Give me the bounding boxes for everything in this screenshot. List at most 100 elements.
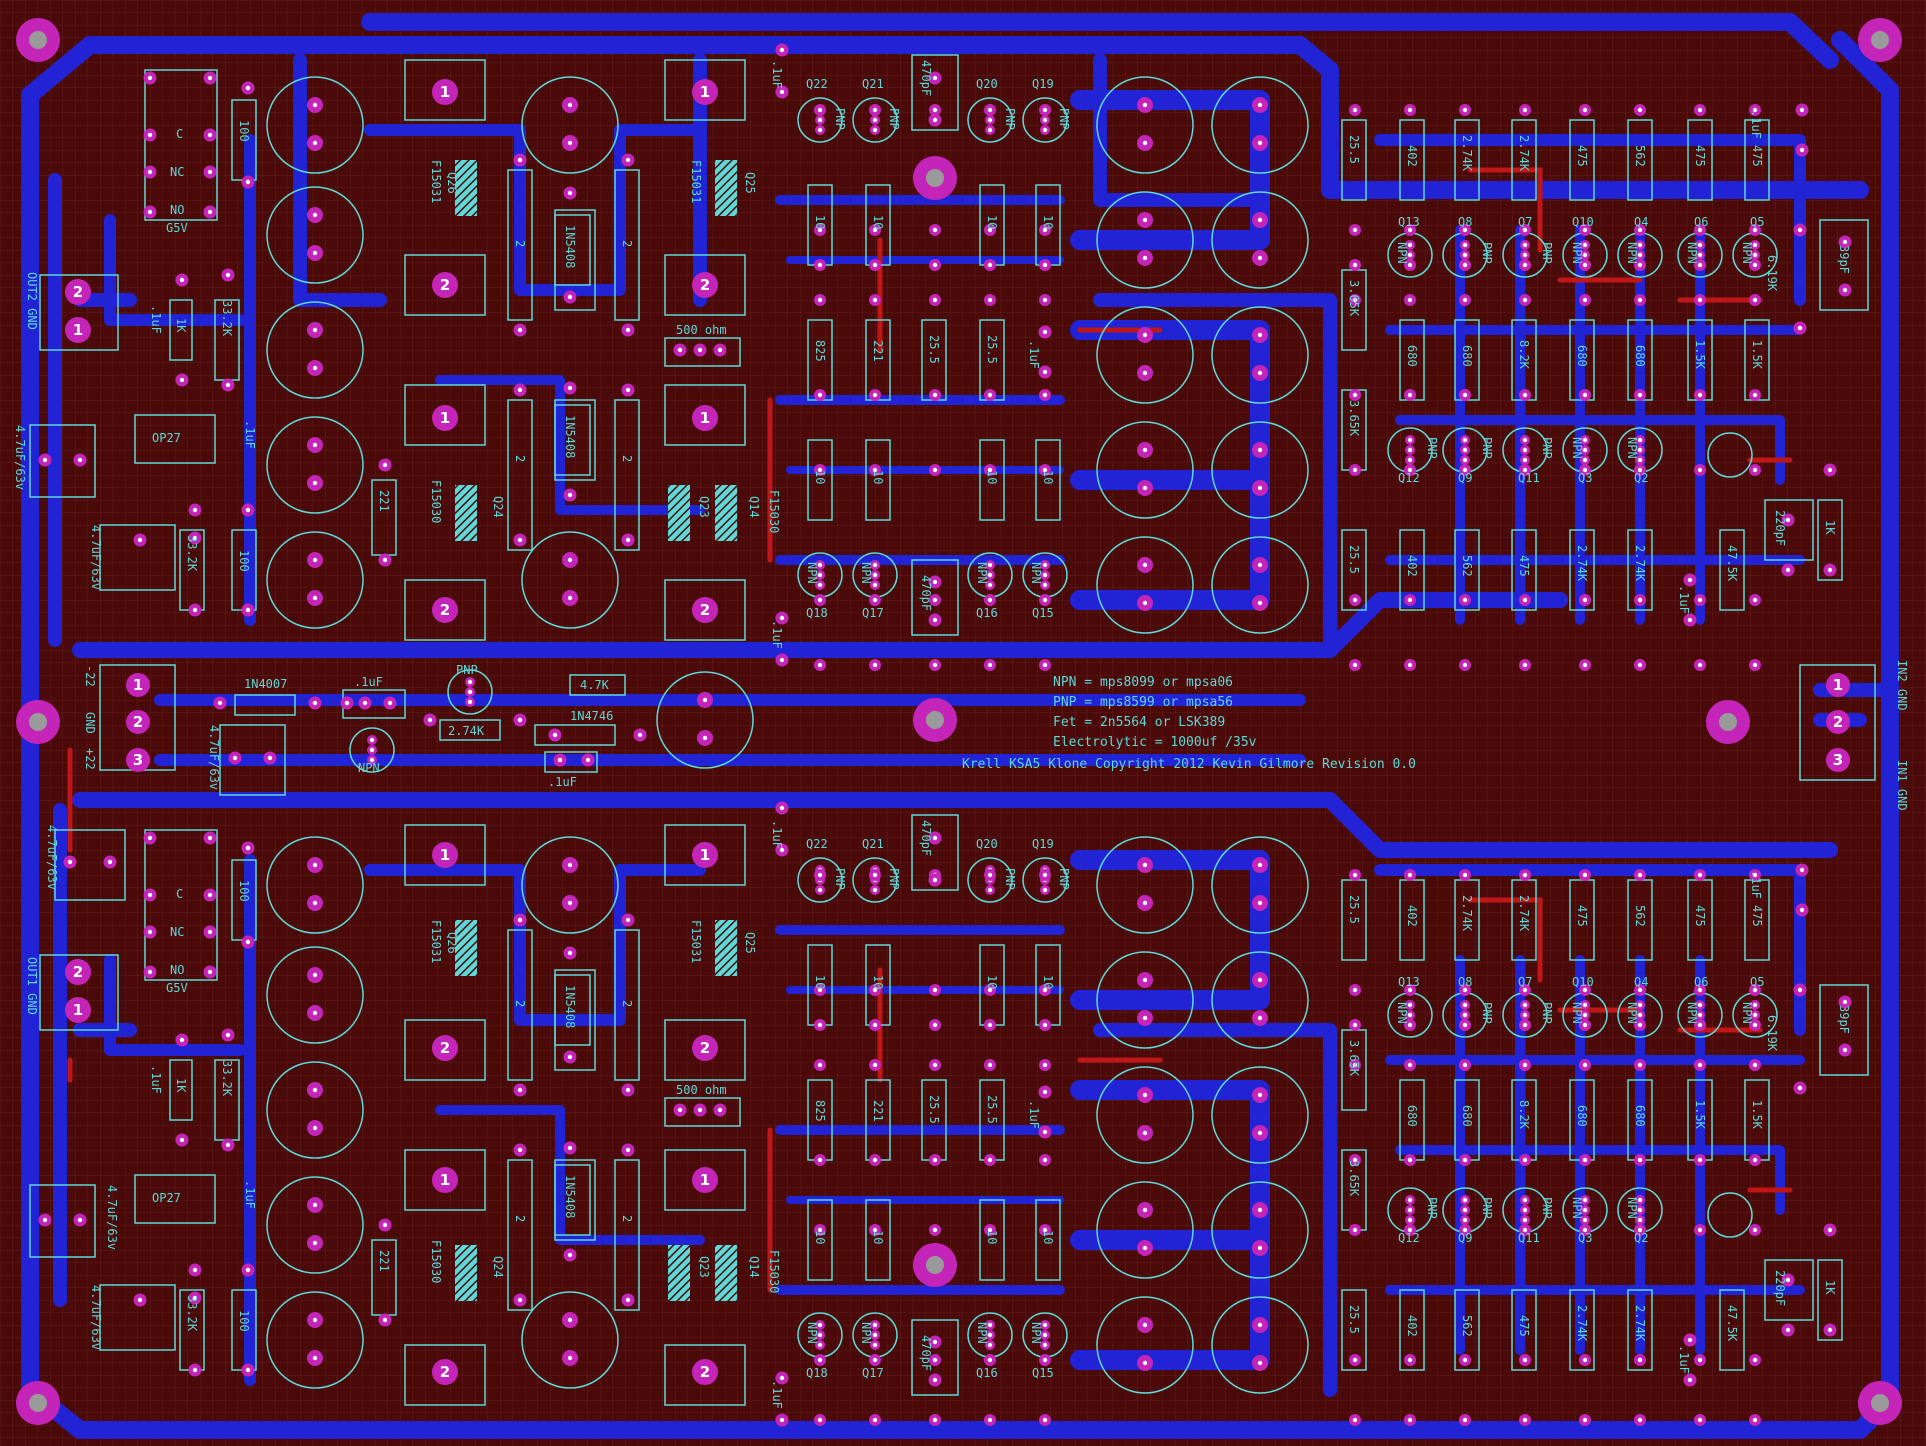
transistor-label: Q10 bbox=[1572, 975, 1594, 989]
pad-hole bbox=[1352, 227, 1358, 233]
resistor-label: 8.2K bbox=[1517, 1100, 1531, 1130]
pad-hole bbox=[517, 1147, 523, 1153]
pad-hole bbox=[179, 277, 185, 283]
transistor-label: Q13 bbox=[1398, 215, 1420, 229]
resistor-label: 221 bbox=[871, 1100, 885, 1122]
resistor-label: 3.65K bbox=[1347, 280, 1361, 317]
pad-hole bbox=[1257, 485, 1263, 491]
resistor-label: 825 bbox=[813, 1100, 827, 1122]
pad-hole bbox=[517, 387, 523, 393]
pad-hole bbox=[1752, 597, 1758, 603]
pad-hole bbox=[1752, 1227, 1758, 1233]
transistor-type: NPN bbox=[1029, 1322, 1043, 1344]
resistor-label: 1.5K bbox=[1693, 340, 1707, 370]
pad-hole bbox=[1637, 1227, 1643, 1233]
resistor-label: 3.65K bbox=[1347, 1160, 1361, 1197]
transistor-label: Q26 bbox=[445, 932, 459, 954]
cap-label: 220pF bbox=[1773, 1270, 1787, 1306]
transistor-label: Q14 bbox=[747, 496, 761, 518]
pad-hole bbox=[1142, 862, 1148, 868]
pad-hole bbox=[137, 1297, 143, 1303]
pad-hole bbox=[312, 102, 318, 108]
transistor-label: Q3 bbox=[1578, 1231, 1592, 1245]
out1-label: OUT1 GND bbox=[25, 957, 39, 1015]
transistor-label: Q11 bbox=[1518, 471, 1540, 485]
pad-hole bbox=[1697, 227, 1703, 233]
mosfet-pad bbox=[65, 317, 91, 343]
pad-hole bbox=[817, 117, 823, 123]
resistor-label: 475 bbox=[1517, 1315, 1531, 1337]
psu-minus-label: -22 bbox=[83, 665, 97, 687]
pad-hole bbox=[932, 1227, 938, 1233]
pad-hole bbox=[312, 1355, 318, 1361]
pad-hole bbox=[1407, 262, 1413, 268]
pad-hole bbox=[1522, 447, 1528, 453]
transistor-label: Q19 bbox=[1032, 77, 1054, 91]
pad-number: 1 bbox=[440, 846, 450, 864]
resistor-label: 2 bbox=[620, 1000, 634, 1007]
pad-hole bbox=[42, 457, 48, 463]
cap-label: .1uF bbox=[548, 775, 577, 789]
pad-hole bbox=[1042, 582, 1048, 588]
pad-hole bbox=[1462, 1207, 1468, 1213]
resistor-label: 4.7K bbox=[580, 678, 610, 692]
resistor-label: 680 bbox=[1405, 1105, 1419, 1127]
pad-hole bbox=[225, 1032, 231, 1038]
pad-hole bbox=[1042, 127, 1048, 133]
pad-hole bbox=[567, 1355, 573, 1361]
transistor-type: PNP bbox=[887, 868, 901, 890]
pad-hole bbox=[1407, 467, 1413, 473]
pad-hole bbox=[1462, 1357, 1468, 1363]
pad-hole bbox=[1637, 1417, 1643, 1423]
connector-pad bbox=[126, 710, 150, 734]
transistor-type: PNP bbox=[1003, 108, 1017, 130]
pad-hole bbox=[207, 835, 213, 841]
pad-hole bbox=[872, 987, 878, 993]
pad-hole bbox=[817, 107, 823, 113]
cap-label: 39pF bbox=[1837, 1005, 1851, 1034]
pad-hole bbox=[1352, 597, 1358, 603]
pad-hole bbox=[1042, 392, 1048, 398]
diode-label: 1N5408 bbox=[563, 985, 577, 1028]
pad-hole bbox=[1407, 297, 1413, 303]
pad-hole bbox=[1407, 1227, 1413, 1233]
pad-hole bbox=[1697, 252, 1703, 258]
pad-hole bbox=[1352, 297, 1358, 303]
resistor-label: 2 bbox=[513, 1000, 527, 1007]
pad-hole bbox=[1697, 872, 1703, 878]
pad-hole bbox=[1522, 1022, 1528, 1028]
pad-hole bbox=[987, 262, 993, 268]
mosfet-pad bbox=[432, 1035, 458, 1061]
pad-hole bbox=[312, 1010, 318, 1016]
pad-hole bbox=[1637, 1217, 1643, 1223]
pad-hole bbox=[872, 117, 878, 123]
transistor-label: Q22 bbox=[806, 77, 828, 91]
pad-hole bbox=[1697, 1357, 1703, 1363]
pad-hole bbox=[1827, 1227, 1833, 1233]
cap-label: .1uF bbox=[243, 1180, 257, 1209]
transistor-label: Q6 bbox=[1694, 215, 1708, 229]
pad-hole bbox=[1582, 872, 1588, 878]
pad-hole bbox=[932, 75, 938, 81]
cap-label: .1uF bbox=[1027, 1100, 1041, 1129]
pad-hole bbox=[1407, 987, 1413, 993]
pad-hole bbox=[312, 212, 318, 218]
transistor-type: PNP bbox=[833, 108, 847, 130]
pad-hole bbox=[1522, 1002, 1528, 1008]
transistor-label: Q25 bbox=[743, 172, 757, 194]
pad-hole bbox=[567, 140, 573, 146]
cap-label: 4.7uF/63v bbox=[45, 825, 59, 890]
pad-hole bbox=[872, 227, 878, 233]
pad-hole bbox=[1687, 617, 1693, 623]
pad-hole bbox=[1637, 872, 1643, 878]
pad-hole bbox=[1582, 242, 1588, 248]
transistor-type: PNP bbox=[1057, 108, 1071, 130]
resistor-label: 47.5K bbox=[1725, 1305, 1739, 1342]
pad-hole bbox=[1042, 1062, 1048, 1068]
pad-hole bbox=[1842, 239, 1848, 245]
pad-hole bbox=[1637, 1207, 1643, 1213]
resistor-label: 1K bbox=[1823, 1280, 1837, 1295]
pad-hole bbox=[1407, 872, 1413, 878]
pad-hole bbox=[517, 917, 523, 923]
pad-hole bbox=[625, 917, 631, 923]
